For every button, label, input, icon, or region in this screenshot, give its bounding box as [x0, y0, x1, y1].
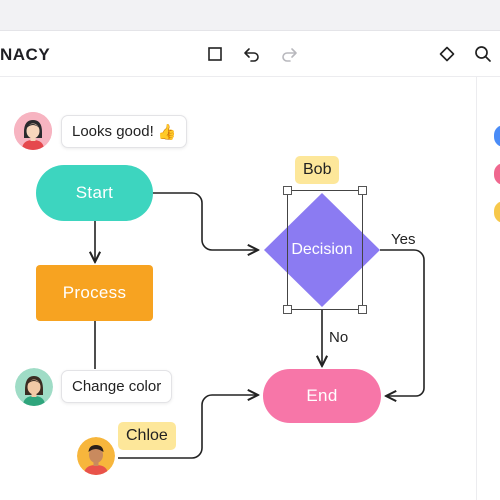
no-edge-label: No [329, 329, 349, 346]
comment-change-color-text: Change color [72, 378, 162, 395]
undo-icon [244, 48, 259, 62]
comment-looks-good[interactable]: Looks good! 👍 [61, 115, 188, 148]
selection-box [287, 190, 363, 310]
man-avatar-icon [77, 437, 115, 475]
collaborator-dot-blue[interactable] [494, 125, 500, 147]
avatar-woman[interactable] [14, 112, 52, 150]
edge-decision-end-yes[interactable] [380, 249, 425, 396]
comment-looks-good-text: Looks good! [72, 123, 154, 140]
collaborator-dot-pink[interactable] [494, 163, 500, 185]
square-tool-button[interactable] [204, 43, 226, 65]
avatar-man[interactable] [77, 437, 115, 475]
resize-handle-bottom-left[interactable] [283, 305, 292, 314]
edge-chloe-end[interactable] [118, 395, 258, 459]
search-icon [475, 46, 491, 62]
cursor-tag-bob-label: Bob [303, 161, 332, 178]
comment-change-color[interactable]: Change color [61, 370, 173, 403]
process-node[interactable]: Process [36, 265, 153, 321]
undo-button[interactable] [241, 43, 263, 65]
redo-button[interactable] [278, 43, 300, 65]
cursor-tag-chloe-label: Chloe [126, 427, 168, 444]
edge-start-decision[interactable] [153, 192, 258, 250]
collaborator-dot-yellow[interactable] [494, 201, 500, 223]
yes-edge-label: Yes [391, 231, 416, 248]
end-node[interactable]: End [263, 369, 381, 423]
diamond-icon [439, 46, 455, 62]
woman-avatar-icon [14, 112, 52, 150]
process-node-label: Process [62, 283, 127, 302]
resize-handle-top-left[interactable] [283, 186, 292, 195]
cursor-tag-bob: Bob [295, 156, 340, 184]
square-icon [208, 47, 222, 61]
top-toolbar: NACY [0, 31, 500, 77]
collaborator-rail [476, 77, 500, 500]
app-brand: NACY [0, 45, 51, 64]
thumbs-up-icon: 👍 [157, 123, 177, 141]
resize-handle-top-right[interactable] [358, 186, 367, 195]
end-node-label: End [306, 386, 338, 405]
start-node-label: Start [75, 183, 114, 202]
avatar-woman-green[interactable] [15, 368, 53, 406]
cursor-tag-chloe: Chloe [118, 422, 176, 450]
diamond-tool-button[interactable] [436, 43, 458, 65]
resize-handle-bottom-right[interactable] [358, 305, 367, 314]
search-button[interactable] [472, 43, 494, 65]
start-node[interactable]: Start [36, 165, 153, 221]
redo-icon [282, 48, 297, 62]
woman-green-avatar-icon [15, 368, 53, 406]
decision-diamond-shape[interactable] [264, 193, 380, 307]
